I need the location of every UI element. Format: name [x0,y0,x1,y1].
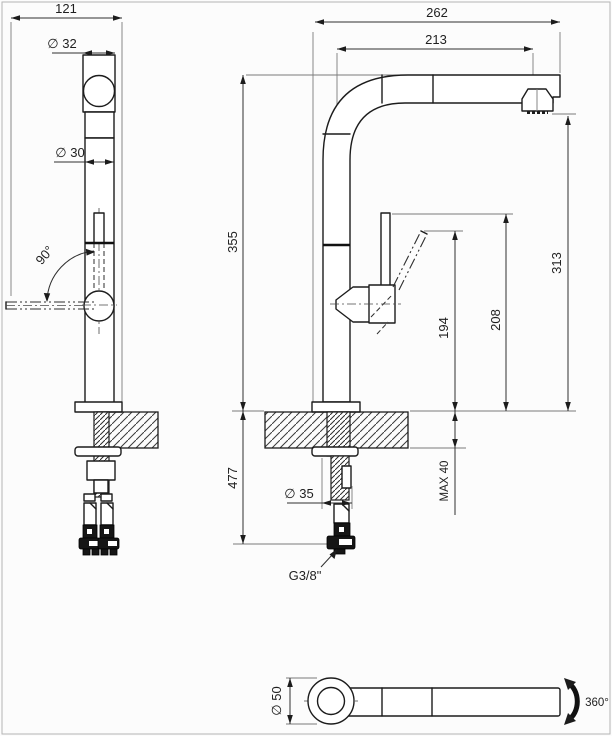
handle-pivot-ball [83,290,115,322]
front-view-drawing: 121 ∅ 32 ∅ 30 [5,1,159,556]
dimension-top-diameter: ∅ 32 [47,36,115,56]
handle-tilted-phantom [392,230,428,291]
top-view-drawing: ∅ 50 360° [269,677,609,725]
handle-lever-upright [93,212,105,244]
spout-top-view [339,687,561,717]
supply-hose-side [326,503,356,555]
dimension-outlet-height: 313 [549,116,571,411]
faucet-body-side-outline [322,74,561,403]
mounting-washer-front [74,446,122,457]
dimension-base-diameter: ∅ 50 [269,678,293,724]
dim-label-d50: ∅ 50 [269,686,284,715]
dim-label-213: 213 [425,32,447,47]
dimension-pipe-diameter: ∅ 30 [54,145,114,165]
dim-label-d32: ∅ 32 [47,36,76,51]
dimension-handle-tip-and-deck: 194 MAX 40 [436,231,458,515]
dimension-height-and-below: 355 477 [225,75,246,544]
base-circle-inner [316,686,346,716]
faucet-riser-pipe-front [84,137,115,404]
dim-label-262: 262 [426,5,448,20]
label-supply-connection: G3/8" [289,549,337,583]
dim-label-d35: ∅ 35 [284,486,313,501]
mounting-nut-lower [93,479,109,494]
faucet-neck-section [84,111,115,139]
dim-label-208: 208 [488,309,503,331]
dim-label-194: 194 [436,317,451,339]
dimension-overall-depth: 121 [11,1,122,21]
dim-label-max40: MAX 40 [439,461,451,502]
base-flange-front [74,401,123,413]
handle-lever-side [380,212,391,291]
spout-end-ball [82,74,116,108]
swivel-arrow-icon [564,678,580,725]
base-flange-side [311,401,361,413]
threaded-tube-side [330,455,352,501]
handle-lever-rotated-phantom [5,301,94,310]
dimension-handle-height: 208 [488,214,509,411]
side-view-drawing: 262 213 [225,5,576,583]
dim-label-90deg: 90° [32,243,56,268]
dim-label-360deg: 360° [585,697,609,709]
mounting-nut-front [86,460,116,481]
pullout-spray-head [521,88,554,114]
dim-label-121: 121 [55,1,77,16]
dim-label-d30: ∅ 30 [55,145,84,160]
dim-label-313: 313 [549,252,564,274]
mixer-body-and-handle [330,212,428,335]
dim-label-477: 477 [225,467,240,489]
supply-hoses-front [78,493,120,556]
dim-label-g38: G3/8" [289,568,322,583]
dim-label-355: 355 [225,231,240,253]
mounting-washer-side [311,446,359,457]
dimension-overall-reach: 262 [315,5,560,25]
dimension-spout-reach: 213 [337,32,533,52]
dimension-deck-hole: ∅ 35 [284,458,353,509]
